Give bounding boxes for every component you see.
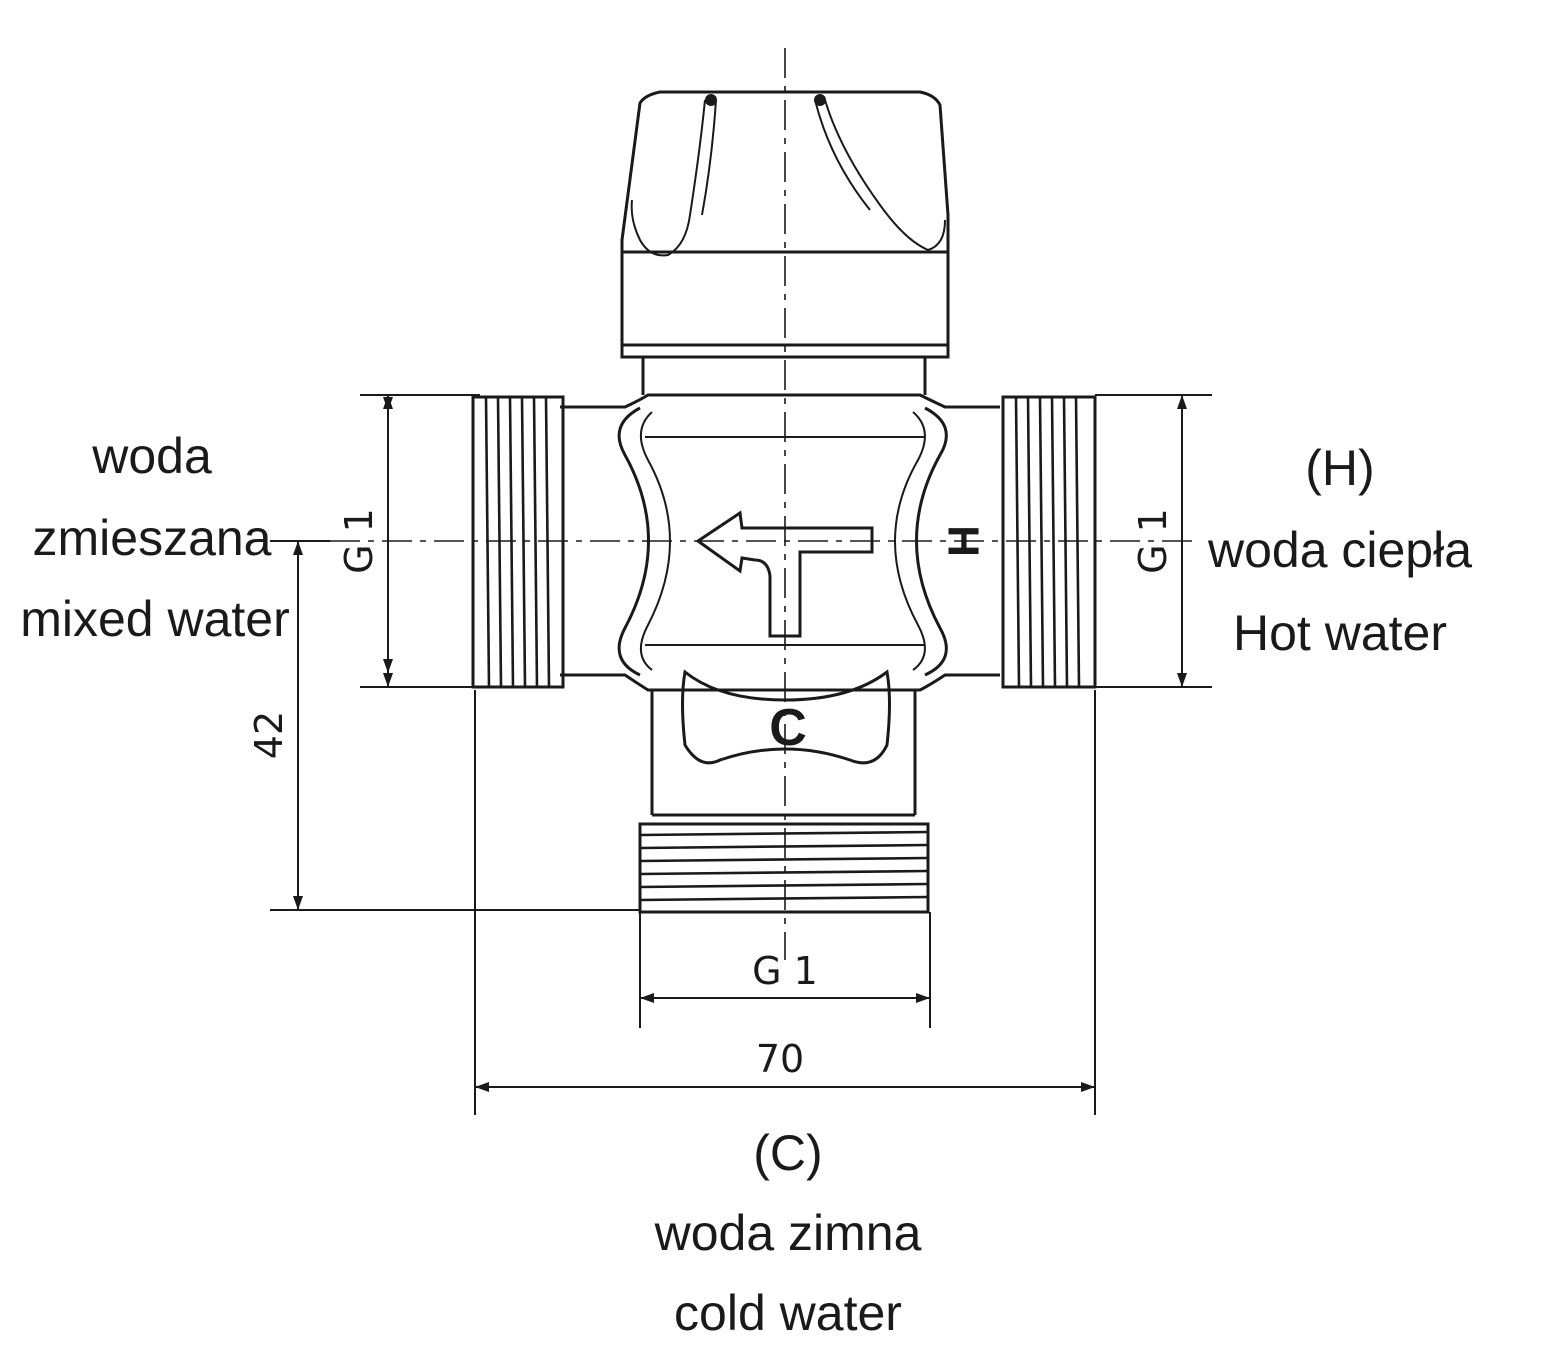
knob bbox=[620, 90, 950, 359]
svg-text:cold water: cold water bbox=[674, 1285, 902, 1341]
dim-overall-width: 70 bbox=[474, 690, 1096, 1115]
svg-text:(C): (C) bbox=[753, 1125, 822, 1181]
svg-text:70: 70 bbox=[756, 1037, 804, 1081]
svg-text:(H): (H) bbox=[1305, 440, 1374, 496]
dim-bottom-port: G 1 bbox=[639, 912, 931, 1028]
svg-text:G 1: G 1 bbox=[752, 949, 818, 993]
svg-text:zmieszana: zmieszana bbox=[33, 510, 272, 566]
svg-text:woda ciepła: woda ciepła bbox=[1207, 522, 1472, 578]
hot-water-label: (H) woda ciepła Hot water bbox=[1207, 440, 1472, 661]
svg-text:woda: woda bbox=[91, 428, 212, 484]
svg-text:Hot water: Hot water bbox=[1233, 605, 1447, 661]
dim-height: 42 bbox=[247, 540, 640, 911]
bottom-thread bbox=[638, 822, 930, 914]
dim-right-port: G 1 bbox=[1095, 394, 1212, 688]
svg-text:C: C bbox=[769, 699, 807, 757]
svg-text:42: 42 bbox=[247, 711, 291, 759]
center-lines bbox=[330, 48, 1200, 960]
neck bbox=[641, 357, 927, 395]
svg-text:mixed water: mixed water bbox=[20, 591, 290, 647]
lower-body: C bbox=[650, 669, 917, 817]
flow-arrow bbox=[695, 510, 874, 638]
svg-text:G 1: G 1 bbox=[1131, 508, 1175, 574]
right-thread bbox=[1001, 395, 1097, 689]
svg-text:G 1: G 1 bbox=[337, 508, 381, 574]
valve-body bbox=[560, 393, 1000, 692]
dim-left-port: G 1 bbox=[337, 394, 480, 688]
svg-text:woda zimna: woda zimna bbox=[654, 1205, 922, 1261]
svg-text:H: H bbox=[938, 525, 987, 557]
mixed-water-label: woda zmieszana mixed water bbox=[20, 428, 290, 647]
cold-water-label: (C) woda zimna cold water bbox=[654, 1125, 922, 1341]
left-thread bbox=[471, 395, 565, 689]
hot-mark: H bbox=[938, 525, 987, 557]
